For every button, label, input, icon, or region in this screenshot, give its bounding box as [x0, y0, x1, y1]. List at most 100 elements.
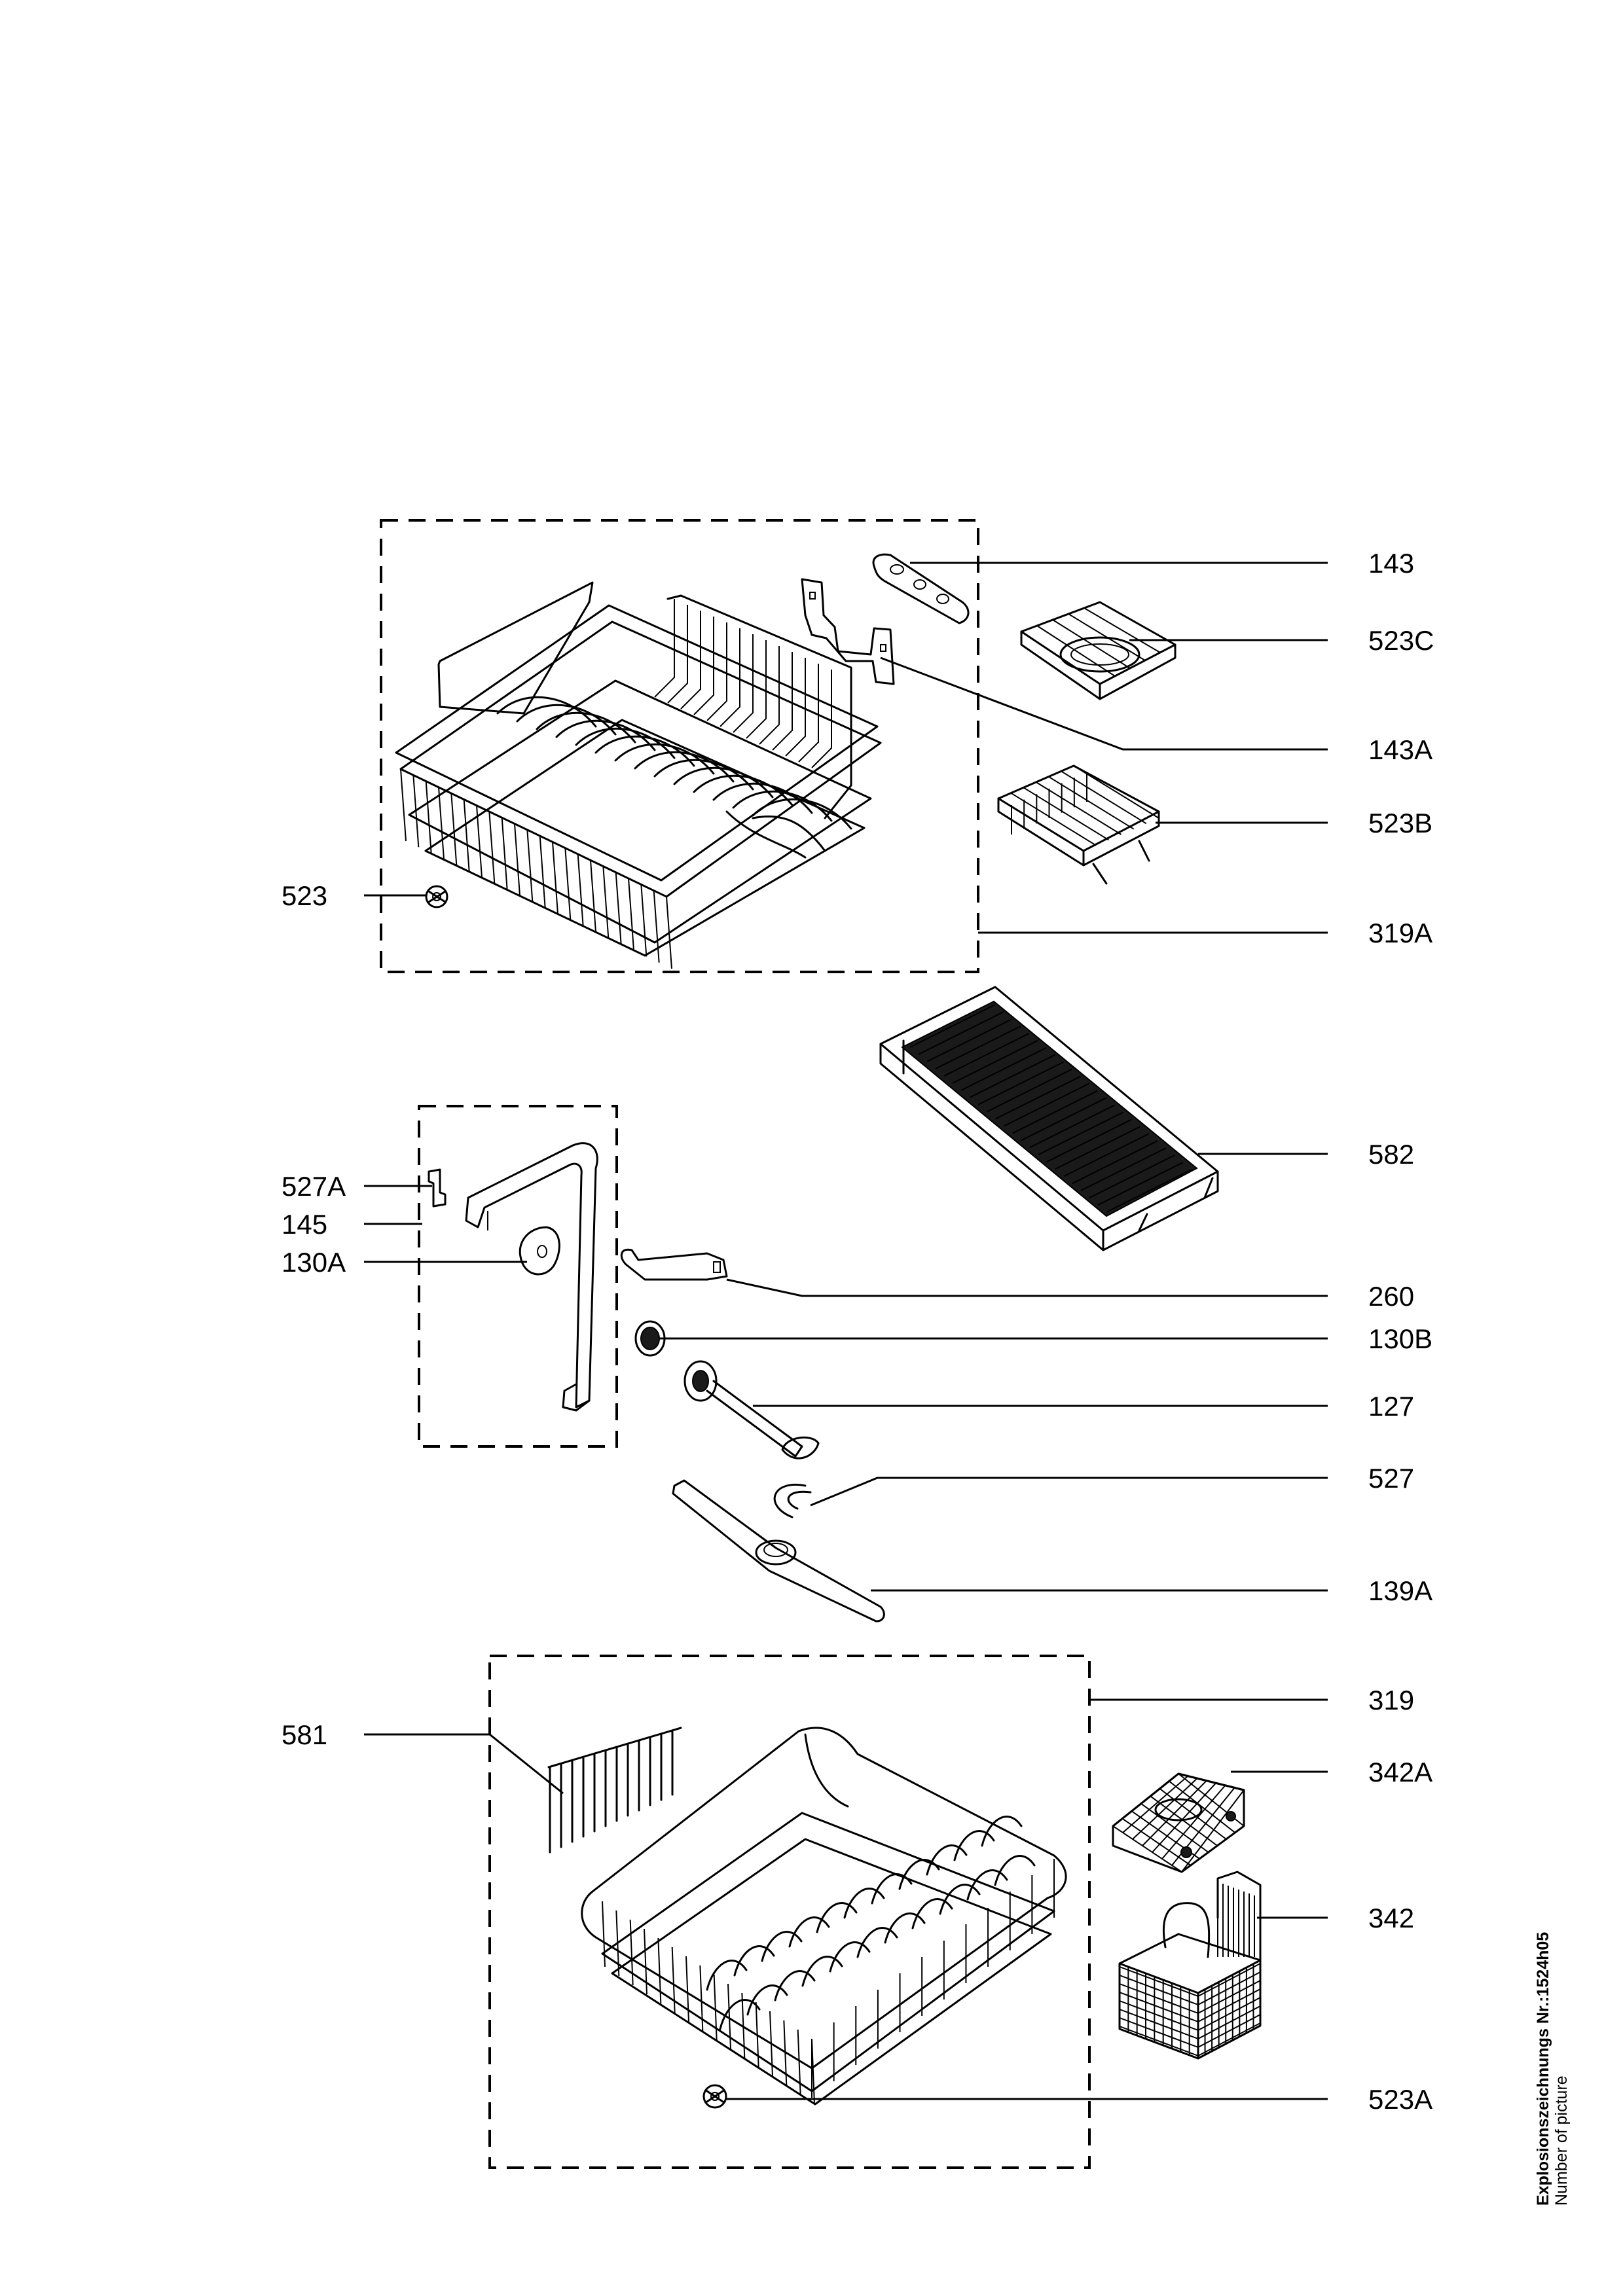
wire-stroke — [720, 628, 740, 727]
wire-stroke — [501, 817, 508, 890]
washer-130A-drawing — [519, 1226, 560, 1276]
wire-stroke — [1197, 2005, 1261, 2039]
wire-stroke — [774, 1970, 816, 2001]
wire-stroke — [939, 1884, 981, 1915]
wire-stroke — [536, 711, 636, 744]
wire-stroke — [1052, 619, 1131, 669]
wire-stroke — [1010, 792, 1097, 846]
wire-stroke — [1046, 1119, 1133, 1163]
wire-stroke — [918, 1011, 1004, 1055]
wire-stroke — [769, 2011, 773, 2077]
wire-stroke — [755, 2001, 759, 2068]
label-342: 342 — [1368, 1903, 1414, 1933]
label-581: 581 — [282, 1719, 327, 1750]
wire-stroke — [953, 1830, 995, 1861]
label-523C: 523C — [1368, 625, 1434, 656]
leader-lines — [364, 562, 1328, 2100]
wire-stroke — [1119, 2009, 1199, 2039]
wire-stroke — [400, 768, 407, 842]
wire-stroke — [960, 1047, 1047, 1091]
bracket-143A-drawing — [801, 578, 895, 685]
label-145: 145 — [282, 1209, 327, 1240]
wire-stroke — [1159, 1788, 1227, 1840]
wire-stroke — [575, 727, 676, 759]
wire-stroke — [555, 719, 656, 751]
wire-stroke — [1021, 1097, 1107, 1141]
wire-stroke — [1119, 1983, 1199, 2014]
label-582: 582 — [1368, 1139, 1414, 1170]
wire-stroke — [1197, 1988, 1261, 2022]
wire-stroke — [539, 836, 546, 908]
wire-stroke — [693, 774, 793, 806]
wire-stroke — [719, 1999, 761, 2030]
wire-stroke — [1106, 1169, 1192, 1213]
wire-stroke — [829, 1941, 871, 1973]
wire-stroke — [741, 1992, 746, 2059]
wire-stroke — [1029, 1104, 1116, 1149]
wire-stroke — [615, 872, 622, 944]
wheel-523-drawing — [425, 885, 448, 908]
insert-342A-drawing — [1112, 1772, 1245, 1873]
wire-stroke — [1061, 770, 1147, 825]
wire-stroke — [843, 1888, 885, 1919]
drawing-number-subcaption: Number of picture — [1552, 2075, 1571, 2206]
wire-stroke — [1080, 1147, 1167, 1192]
wire-stroke — [1068, 613, 1146, 661]
label-143: 143 — [1368, 548, 1414, 579]
spray-pipe-127-drawing — [684, 1360, 820, 1460]
wire-stroke — [1004, 1083, 1089, 1127]
wire-stroke — [671, 1946, 676, 2013]
wire-stroke — [1119, 2000, 1199, 2031]
wire-stroke — [1119, 1992, 1199, 2022]
wire-stroke — [1084, 607, 1161, 653]
wire-stroke — [788, 1916, 830, 1948]
wire-stroke — [816, 1902, 858, 1933]
wire-stroke — [1021, 631, 1101, 685]
wire-stroke — [552, 842, 558, 914]
spray-arm-139A-drawing — [672, 1479, 885, 1623]
wire-stroke — [640, 884, 647, 957]
wire-stroke — [602, 1901, 606, 1967]
wire-stroke — [798, 664, 819, 762]
wire-stroke — [476, 805, 483, 878]
wire-stroke — [488, 811, 496, 884]
wire-stroke — [1181, 1789, 1245, 1873]
wire-stroke — [856, 1927, 898, 1958]
wire-stroke — [943, 1032, 1030, 1077]
label-523: 523 — [282, 880, 327, 911]
wire-stroke — [685, 1956, 689, 2022]
wire-stroke — [1122, 1818, 1192, 1866]
wire-stroke — [1161, 1785, 1226, 1859]
label-130B: 130B — [1368, 1323, 1432, 1354]
wire-stroke — [615, 1910, 620, 1977]
wire-stroke — [706, 1960, 748, 1991]
tray-582-drawing — [879, 986, 1219, 1251]
label-523B: 523B — [1368, 808, 1432, 838]
wire-stroke — [733, 1945, 775, 1977]
wire-stroke — [884, 1912, 926, 1944]
wire-stroke — [926, 1844, 968, 1876]
wire-stroke — [911, 1898, 953, 1929]
wire-stroke — [653, 759, 754, 791]
wire-stroke — [1197, 1980, 1261, 2014]
wire-stroke — [994, 1855, 1036, 1886]
tine-row-581-drawing — [547, 1727, 682, 1854]
label-143A: 143A — [1368, 734, 1432, 765]
wire-stroke — [577, 853, 584, 927]
clip-527A-drawing — [428, 1168, 447, 1208]
wire-stroke — [712, 782, 813, 814]
drawing-number-caption: Explosionszeichnungs Nr.:1524h05 — [1534, 1932, 1552, 2206]
wire-stroke — [516, 704, 617, 736]
wire-stroke — [1169, 1780, 1236, 1833]
label-260: 260 — [1368, 1281, 1414, 1312]
wheel-523A-drawing — [702, 2084, 727, 2109]
wire-stroke — [654, 599, 675, 698]
label-127: 127 — [1368, 1391, 1414, 1422]
wire-stroke — [801, 1956, 843, 1987]
wire-stroke — [733, 634, 754, 733]
wire-stroke — [706, 622, 727, 721]
wire-stroke — [693, 617, 714, 715]
wire-stroke — [666, 896, 672, 969]
label-527: 527 — [1368, 1463, 1414, 1494]
